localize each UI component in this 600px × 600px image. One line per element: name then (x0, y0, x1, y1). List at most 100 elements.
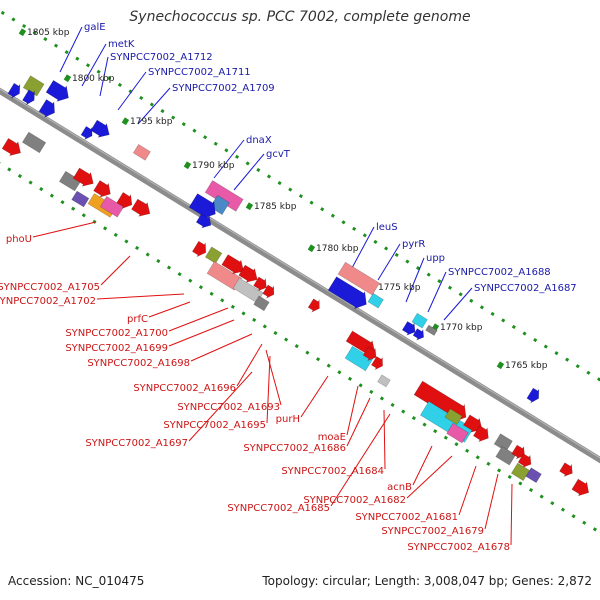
gene-feature[interactable] (446, 422, 469, 444)
gene-label[interactable]: SYNPCC7002_A1712 (110, 52, 213, 63)
gene-feature[interactable] (132, 143, 151, 161)
gene-label[interactable]: SYNPCC7002_A1702 (0, 296, 96, 307)
ruler-tick (522, 331, 527, 336)
gene-label[interactable]: SYNPCC7002_A1697 (85, 438, 188, 449)
gene-feature[interactable] (38, 99, 55, 118)
gene-label[interactable]: phoU (6, 234, 32, 245)
ruler-tick (245, 161, 250, 166)
gene-feature[interactable] (571, 478, 590, 497)
gene-feature[interactable] (22, 75, 45, 97)
gene-feature[interactable] (510, 462, 531, 482)
ruler-tick (192, 128, 197, 133)
ruler-tick (390, 402, 395, 408)
gene-feature[interactable] (362, 346, 377, 362)
gene-label[interactable]: moaE (318, 432, 346, 443)
gene-feature[interactable] (191, 240, 207, 258)
gene-feature[interactable] (559, 462, 573, 477)
gene-feature[interactable] (463, 414, 483, 433)
ruler-tick (262, 324, 267, 329)
gene-label[interactable]: SYNPCC7002_A1679 (381, 526, 484, 537)
gene-label[interactable]: gcvT (266, 149, 291, 160)
gene-label[interactable]: purH (276, 414, 300, 425)
gene-feature[interactable] (526, 387, 540, 404)
gene-feature[interactable] (71, 190, 90, 208)
ruler-major-tick (121, 117, 130, 126)
gene-feature[interactable] (7, 82, 21, 99)
gene-feature[interactable] (370, 356, 383, 371)
gene-label[interactable]: leuS (376, 222, 398, 233)
gene-label[interactable]: SYNPCC7002_A1695 (163, 420, 266, 431)
gene-label[interactable]: SYNPCC7002_A1705 (0, 282, 100, 293)
gene-feature[interactable] (412, 328, 425, 341)
label-leader (100, 255, 131, 286)
ruler-tick (224, 148, 229, 153)
ruler-tick (479, 305, 484, 310)
gene-feature[interactable] (90, 119, 110, 138)
gene-label[interactable]: SYNPCC7002_A1684 (281, 466, 384, 477)
gene-feature[interactable] (495, 445, 517, 466)
gene-feature[interactable] (238, 264, 258, 283)
gene-label[interactable]: prfC (127, 314, 148, 325)
gene-label[interactable]: SYNPCC7002_A1687 (474, 283, 577, 294)
gene-label[interactable]: galE (84, 22, 106, 33)
gene-label[interactable]: SYNPCC7002_A1711 (148, 67, 251, 78)
gene-label[interactable]: SYNPCC7002_A1682 (303, 495, 406, 506)
gene-label[interactable]: SYNPCC7002_A1696 (133, 383, 236, 394)
gene-feature[interactable] (93, 180, 111, 198)
ruler-label: 1785 kbp (254, 202, 297, 212)
gene-label[interactable]: SYNPCC7002_A1700 (65, 328, 168, 339)
gene-label[interactable]: SYNPCC7002_A1709 (172, 83, 275, 94)
gene-feature[interactable] (22, 89, 35, 106)
label-leader (383, 409, 386, 470)
gene-label[interactable]: metK (108, 39, 135, 50)
gene-feature[interactable] (188, 193, 216, 219)
gene-feature[interactable] (327, 276, 367, 310)
gene-feature[interactable] (367, 292, 384, 309)
gene-label[interactable]: pyrR (402, 239, 425, 250)
gene-feature[interactable] (204, 180, 244, 212)
gene-feature[interactable] (307, 298, 320, 313)
label-leader (188, 371, 253, 442)
gene-feature[interactable] (511, 444, 525, 460)
ruler-tick (177, 272, 182, 277)
label-leader (168, 307, 229, 332)
gene-feature[interactable] (377, 374, 391, 388)
gene-label[interactable]: SYNPCC7002_A1699 (65, 343, 168, 354)
gene-label[interactable]: SYNPCC7002_A1678 (407, 542, 510, 553)
gene-feature[interactable] (204, 246, 223, 264)
gene-feature[interactable] (72, 167, 94, 187)
gene-feature[interactable] (262, 284, 275, 299)
gene-feature[interactable] (425, 324, 438, 336)
gene-label[interactable]: SYNPCC7002_A1685 (227, 503, 330, 514)
gene-feature[interactable] (517, 453, 532, 468)
gene-feature[interactable] (253, 276, 267, 292)
gene-feature[interactable] (525, 467, 542, 484)
gene-feature[interactable] (116, 191, 133, 209)
gene-feature[interactable] (45, 79, 69, 102)
gene-label[interactable]: acnB (387, 482, 412, 493)
gene-feature[interactable] (493, 433, 513, 452)
gene-feature[interactable] (131, 198, 151, 217)
label-leader (117, 71, 147, 111)
gene-feature[interactable] (337, 261, 380, 296)
gene-feature[interactable] (444, 408, 463, 425)
gene-feature[interactable] (411, 312, 428, 329)
ruler-tick (415, 266, 421, 271)
gene-feature[interactable] (195, 213, 212, 229)
gene-label[interactable]: SYNPCC7002_A1686 (243, 443, 346, 454)
gene-label[interactable]: SYNPCC7002_A1688 (448, 267, 551, 278)
gene-label[interactable]: dnaX (246, 135, 272, 146)
gene-feature[interactable] (401, 321, 416, 336)
gene-feature[interactable] (253, 295, 270, 312)
label-leader (32, 221, 97, 238)
gene-feature[interactable] (472, 425, 489, 443)
gene-feature[interactable] (1, 137, 21, 157)
gene-label[interactable]: SYNPCC7002_A1698 (87, 358, 190, 369)
gene-label[interactable]: SYNPCC7002_A1693 (177, 402, 280, 413)
gene-label[interactable]: upp (426, 253, 445, 264)
gene-feature[interactable] (221, 254, 244, 275)
gene-label[interactable]: SYNPCC7002_A1681 (355, 512, 458, 523)
gene-feature[interactable] (80, 125, 93, 141)
gene-feature[interactable] (21, 131, 47, 154)
